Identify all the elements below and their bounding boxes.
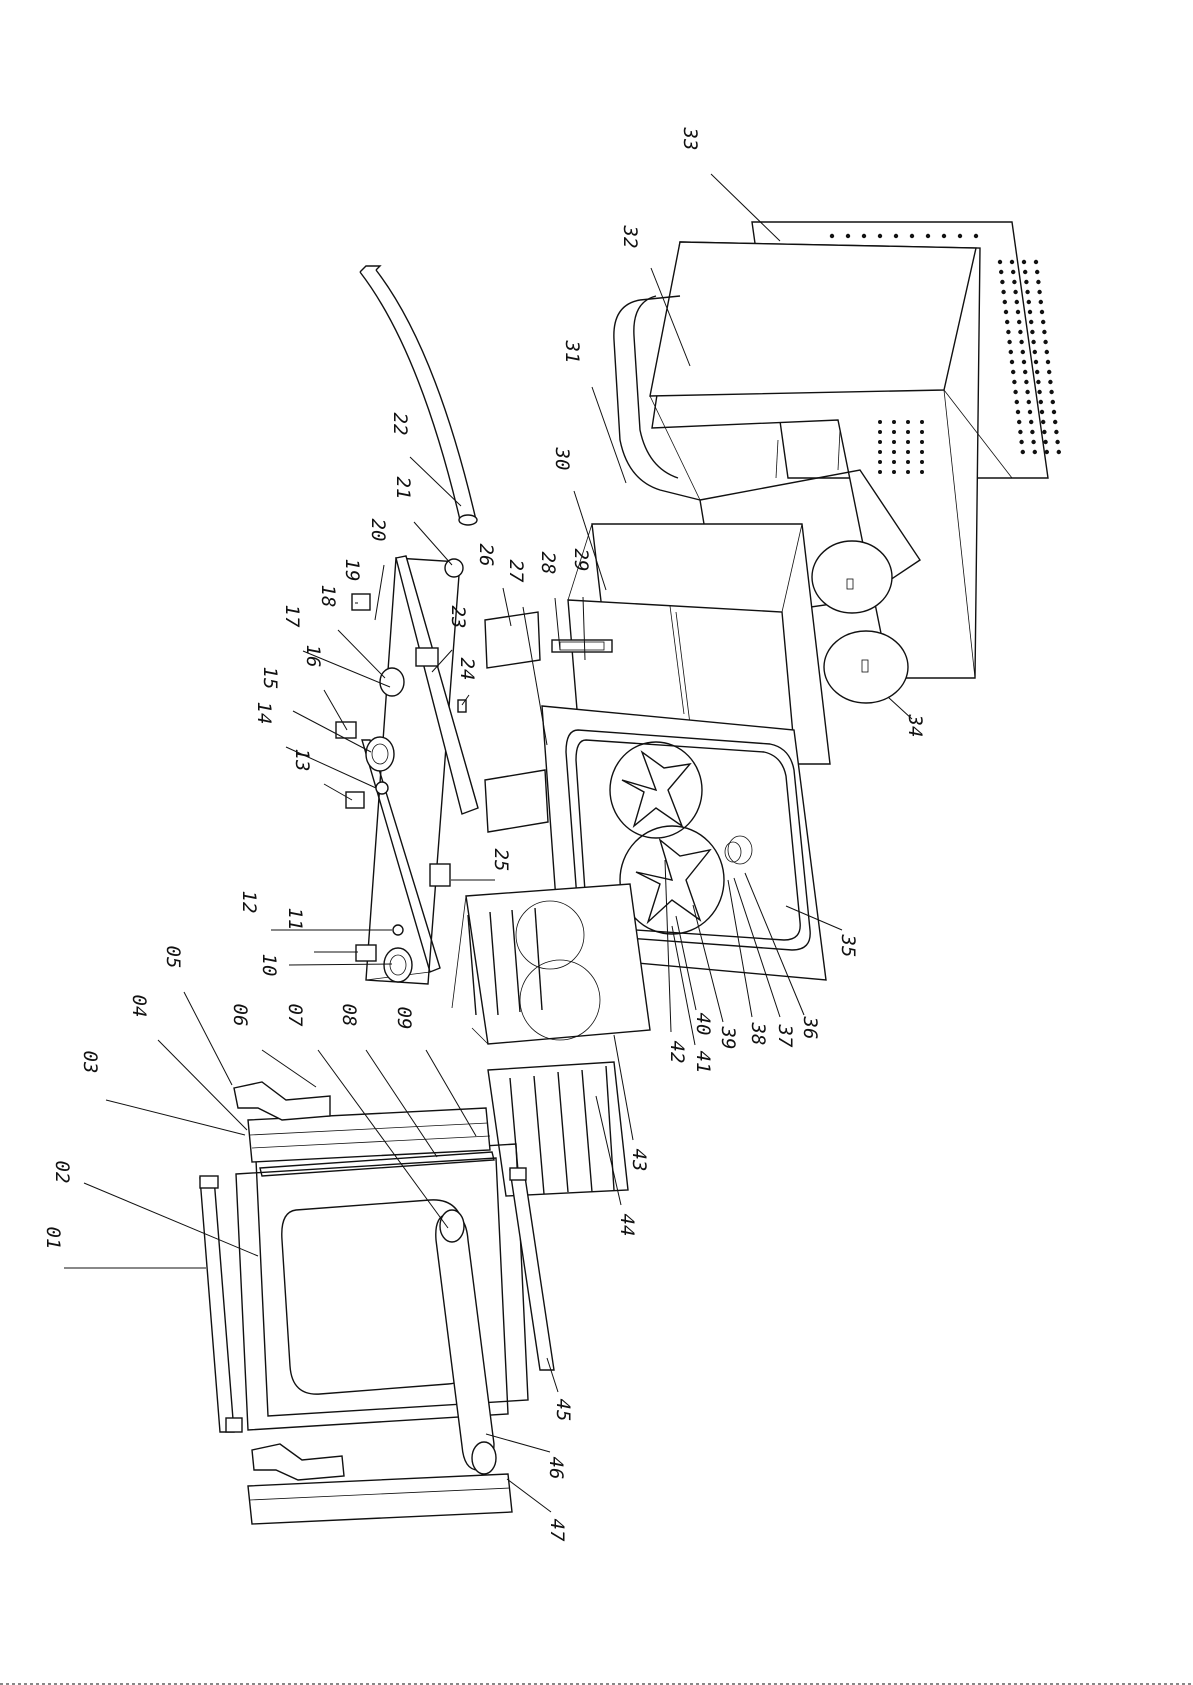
callout-01: 01 [42, 1227, 64, 1250]
callout-24: 24 [456, 658, 478, 681]
callout-10: 10 [258, 954, 280, 977]
lamp-12 [393, 925, 403, 935]
rack-43 [452, 884, 650, 1044]
cabinet-top-32 [650, 242, 976, 396]
bracket-lower [485, 770, 548, 832]
switch-13 [346, 792, 364, 808]
leader-line-47 [507, 1479, 551, 1512]
callout-30: 30 [551, 447, 573, 471]
callout-11: 11 [284, 908, 306, 931]
leader-line-06 [262, 1050, 316, 1087]
leader-line-17 [303, 651, 390, 687]
callout-36: 36 [799, 1016, 821, 1040]
callout-07: 07 [284, 1004, 306, 1027]
knob-15 [366, 737, 394, 771]
leader-line-05 [184, 992, 232, 1085]
callout-12: 12 [238, 891, 260, 914]
callout-13: 13 [291, 749, 313, 772]
callout-06: 06 [229, 1004, 251, 1027]
leader-line-21 [414, 522, 452, 565]
callout-04: 04 [128, 995, 150, 1018]
knob-10 [384, 948, 412, 982]
callout-42: 42 [666, 1041, 688, 1064]
strip-45 [510, 1170, 554, 1370]
relay-23 [416, 648, 438, 666]
leader-line-33 [711, 174, 780, 241]
hinge-lower [252, 1444, 344, 1480]
callout-26: 26 [475, 544, 497, 567]
leader-line-03 [106, 1100, 245, 1135]
leader-line-18 [338, 630, 385, 678]
hinge-05 [234, 1082, 330, 1120]
callout-41: 41 [692, 1051, 714, 1074]
callout-25: 25 [490, 849, 512, 872]
callout-14: 14 [253, 702, 275, 725]
callout-22: 22 [389, 413, 411, 436]
callout-44: 44 [616, 1214, 638, 1237]
leader-line-20 [375, 565, 384, 620]
callout-05: 05 [162, 946, 184, 969]
callout-45: 45 [552, 1399, 574, 1422]
callout-18: 18 [317, 585, 339, 608]
callout-47: 47 [546, 1519, 568, 1542]
module-25 [430, 864, 450, 886]
strip-01 [200, 1178, 234, 1432]
grommet-21 [445, 559, 463, 577]
callout-21: 21 [392, 477, 414, 500]
door-assembly [200, 1082, 554, 1524]
callout-08: 08 [338, 1004, 360, 1027]
callout-35: 35 [837, 934, 859, 958]
callout-03: 03 [79, 1051, 101, 1074]
callout-38: 38 [747, 1022, 769, 1046]
callout-23: 23 [447, 606, 469, 629]
callout-33: 33 [679, 127, 701, 151]
leader-line-31 [592, 387, 626, 483]
callout-32: 32 [619, 225, 641, 249]
callout-20: 20 [367, 519, 389, 542]
switch-19 [352, 594, 370, 610]
switch-11 [356, 945, 376, 961]
callout-02: 02 [51, 1161, 73, 1184]
leader-line-46 [486, 1434, 550, 1452]
callout-28: 28 [537, 552, 559, 575]
callout-43: 43 [628, 1149, 650, 1172]
callout-27: 27 [505, 560, 527, 583]
leader-line-02 [84, 1183, 258, 1256]
callout-37: 37 [774, 1024, 796, 1048]
rack-44 [488, 1062, 628, 1196]
callout-09: 09 [393, 1007, 415, 1030]
lamp-14 [376, 782, 388, 794]
callout-40: 40 [692, 1013, 714, 1036]
callout-16: 16 [302, 645, 324, 668]
callout-39: 39 [717, 1026, 739, 1050]
callout-46: 46 [545, 1457, 567, 1480]
knob-18 [380, 668, 404, 696]
callout-29: 29 [570, 549, 592, 572]
leader-line-22 [410, 457, 461, 506]
callout-15: 15 [259, 667, 281, 690]
callout-31: 31 [561, 340, 583, 364]
callout-34: 34 [904, 714, 926, 738]
hinge-bar-47 [248, 1474, 512, 1524]
leader-line-15 [293, 711, 371, 752]
callout-19: 19 [341, 559, 363, 582]
callout-17: 17 [281, 605, 303, 628]
